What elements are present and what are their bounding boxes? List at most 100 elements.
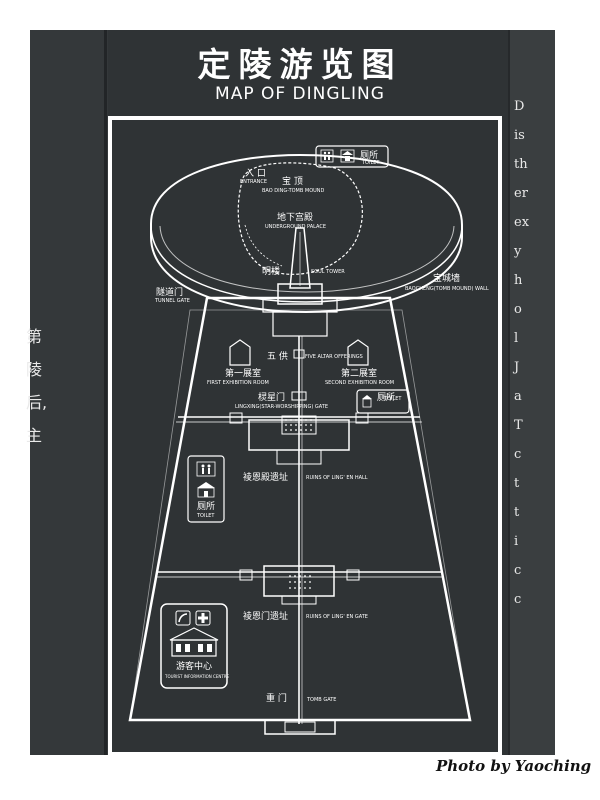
map-frame: [108, 116, 502, 756]
right-letter: T: [514, 418, 523, 433]
right-letter: h: [514, 273, 523, 288]
gate-column-grid: [289, 575, 311, 589]
second-exhibition-label: 第二展室: [341, 367, 377, 379]
entrance-label-en: ENTRANCE: [240, 179, 267, 185]
five-offerings-label: 五 供: [267, 350, 288, 362]
toilet-sign-left: [187, 455, 225, 523]
right-letter: is: [514, 128, 525, 143]
soul-tower-label-en: SOUL TOWER: [311, 269, 345, 275]
gate-side-right: [346, 569, 360, 581]
panel-seam: [104, 30, 107, 755]
tomb-gate-label-en: TOMB GATE: [306, 697, 336, 703]
left-char: 后,: [26, 393, 48, 412]
toilet-sign-mid: [356, 389, 410, 414]
toilet-top-label: 厕所: [360, 150, 378, 161]
underground-palace-label-en: UNDERGROUND PALACE: [265, 224, 326, 230]
right-letter: c: [514, 592, 522, 607]
right-letter: t: [514, 505, 520, 520]
baocheng-wall-outer: [149, 153, 463, 314]
second-exhibition-building: [347, 339, 369, 366]
first-aid-icon: [195, 610, 211, 626]
hall-steps: [276, 449, 322, 465]
soul-tower-obelisk: [289, 227, 311, 289]
right-letter: ex: [514, 215, 530, 230]
tomb-gate-door: [284, 721, 316, 733]
map-title-english: MAP OF DINGLING: [215, 84, 385, 104]
tomb-gate-label: 重 门: [266, 692, 287, 704]
map-title-chinese: 定陵游览图: [197, 45, 403, 84]
tunnel-gate-label-en: TUNNEL GATE: [154, 298, 190, 304]
visitor-centre-sign: [160, 603, 228, 689]
entrance-label: 入 口: [245, 168, 266, 179]
right-letter: i: [514, 534, 519, 549]
tunnel-gate-label: 隧道门: [156, 286, 183, 298]
right-letter: l: [514, 331, 519, 346]
grounds-inner-line: [129, 309, 471, 721]
toilet-icon: [196, 461, 216, 477]
building-icon: [340, 149, 355, 163]
tower-forecourt: [272, 311, 328, 337]
telephone-icon: [175, 610, 191, 626]
first-exhibition-label-en: FIRST EXHIBITION ROOM: [207, 380, 269, 386]
building-icon: [362, 395, 372, 408]
mound-path: [244, 224, 283, 267]
first-exhibition-label: 第一展室: [225, 367, 261, 379]
left-char: 陵: [26, 360, 43, 379]
toilet-mid-label-en: TOILET: [383, 396, 402, 402]
toilet-sign-top: [315, 145, 389, 168]
right-letter: er: [514, 186, 528, 201]
left-edge-text: 第 陵 后, 主: [26, 320, 48, 452]
left-char: 第: [26, 327, 43, 346]
right-letter: a: [514, 389, 522, 404]
baocheng-wall-label-en: BAOCHENG(TOMB MOUND) WALL: [405, 286, 489, 292]
grounds-outline: [128, 296, 472, 722]
right-letter: o: [514, 302, 522, 317]
tomb-mound-outline: [237, 162, 363, 275]
hall-column-grid: [285, 419, 312, 431]
toilet-top-label-en: TOILET: [361, 160, 380, 166]
photo-credit: Photo by Yaoching: [436, 757, 592, 775]
gate-side-left: [239, 569, 253, 581]
five-offerings-label-en: FIVE ALTAR OFFERINGS: [305, 354, 363, 360]
tomb-gate-building: [264, 719, 336, 735]
right-letter: t: [514, 476, 520, 491]
right-text-panel: [510, 30, 555, 755]
lingen-hall-label-en: RUINS OF LING' EN HALL: [306, 475, 368, 481]
hall-side-gate-right: [355, 412, 369, 424]
toilet-icon: [320, 149, 334, 163]
panel-seam: [508, 30, 510, 755]
first-exhibition-building: [229, 339, 251, 366]
lingen-gate-label-en: RUINS OF LING' EN GATE: [306, 614, 368, 620]
lingen-hall-ruins: [281, 415, 317, 435]
visitor-centre-label: 游客中心: [176, 660, 212, 672]
altar-offerings: [293, 349, 305, 359]
building-icon: [169, 627, 219, 657]
baoding-label-en: BAO DING-TOMB MOUND: [262, 188, 325, 194]
right-letter: J: [514, 360, 520, 375]
visitor-centre-label-en: TOURIST INFORMATION CENTRE: [164, 674, 230, 679]
ming-tower-label: 明楼: [262, 265, 280, 277]
toilet-left-label-en: TOILET: [196, 513, 215, 519]
right-letter: D: [514, 99, 525, 114]
baocheng-wall-label: 宝城墙: [433, 272, 460, 284]
photo-of-sign: [30, 30, 555, 755]
lingen-hall-label: 祾恩殿遗址: [243, 471, 288, 483]
right-letter: c: [514, 447, 522, 462]
hall-side-gate-left: [229, 412, 243, 424]
lingen-gate-label: 祾恩门遗址: [243, 610, 288, 622]
underground-palace-label: 地下宫殿: [277, 211, 313, 223]
gate-steps: [281, 595, 317, 605]
toilet-mid-label: 厕所: [377, 392, 395, 403]
lingxing-gate: [291, 391, 307, 401]
lingxing-gate-label-en: LINGXING(STAR-WORSHIPPING) GATE: [235, 404, 328, 410]
second-exhibition-label-en: SECOND EXHIBITION ROOM: [325, 380, 394, 386]
baocheng-wall-rim: [150, 224, 463, 303]
left-char: 主: [26, 426, 43, 445]
building-icon: [197, 482, 215, 498]
lingxing-gate-label: 棂星门: [258, 391, 285, 403]
right-edge-text: D is th er ex y h o l J a T c t t i c c: [514, 92, 534, 614]
right-letter: th: [514, 157, 528, 172]
toilet-left-label: 厕所: [197, 501, 215, 512]
soul-tower-base: [277, 283, 323, 305]
right-letter: y: [514, 244, 522, 259]
